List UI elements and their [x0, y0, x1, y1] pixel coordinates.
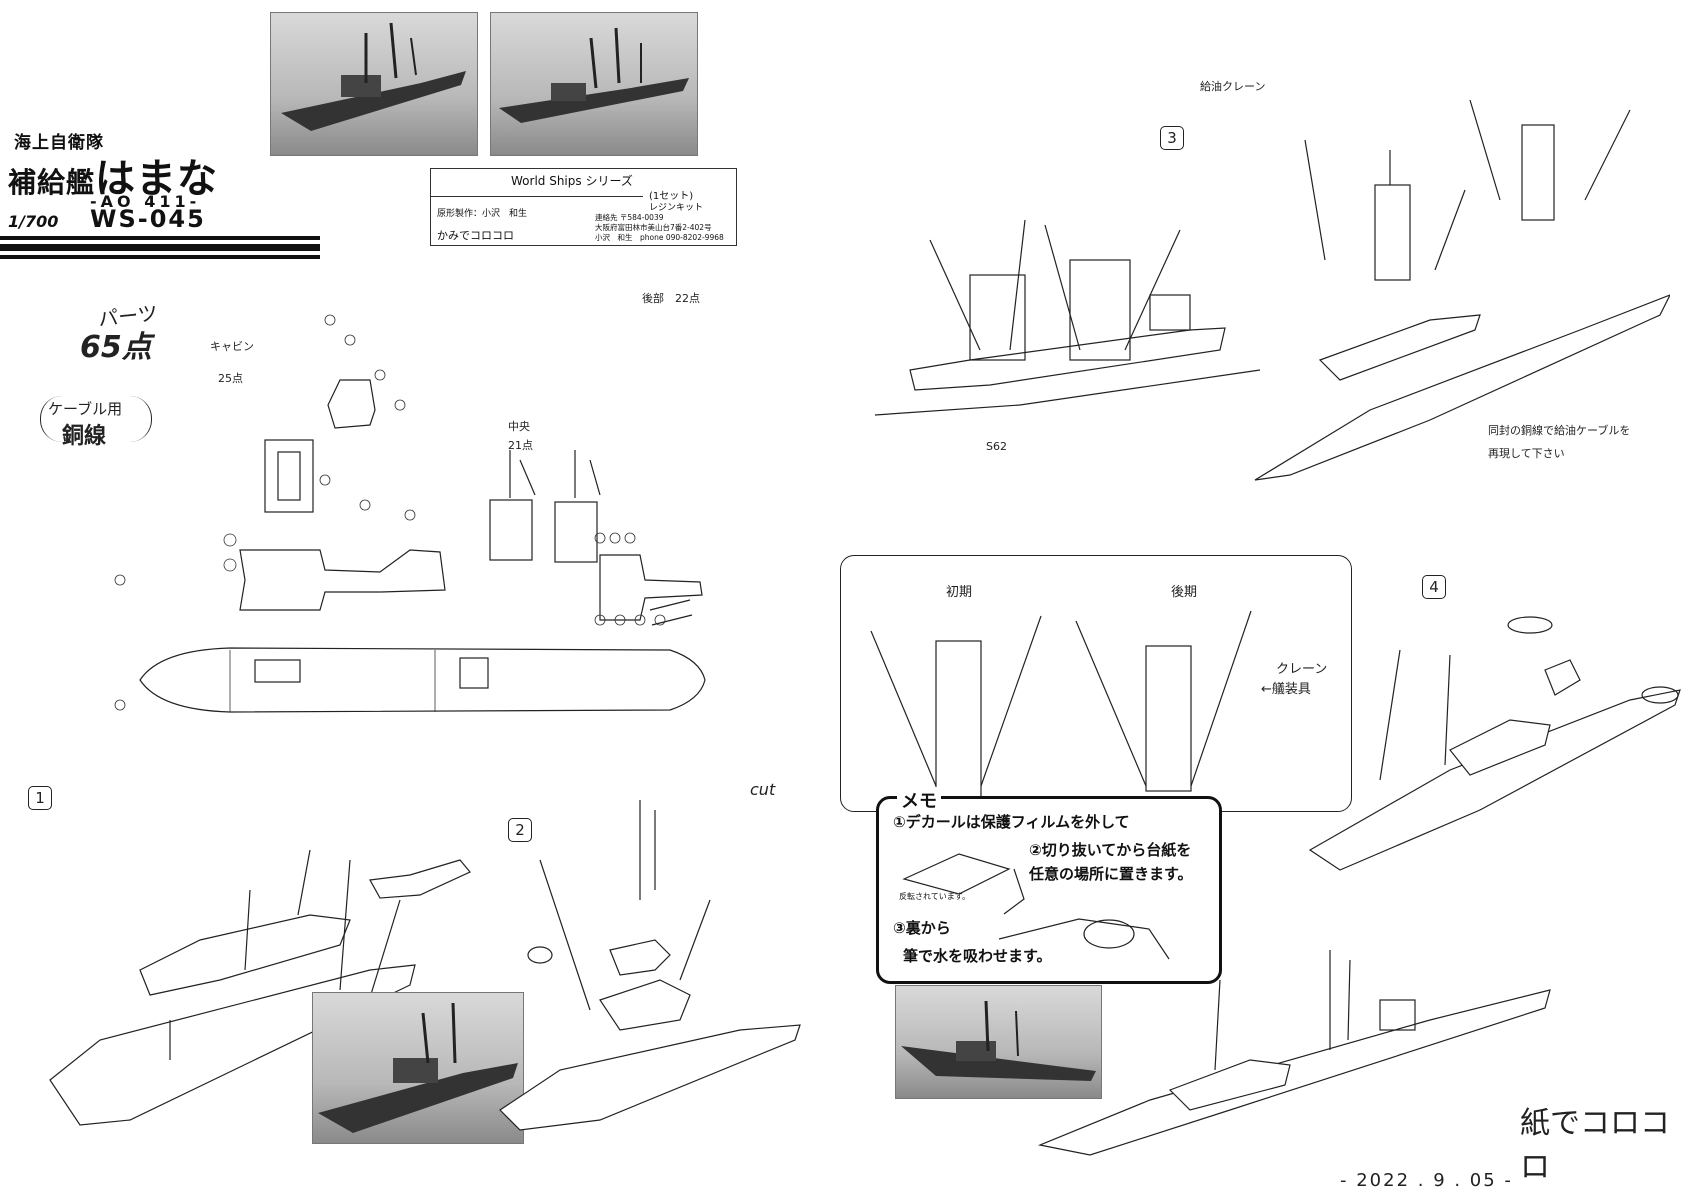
- memo-photo: [895, 985, 1102, 1099]
- ship-photo-1: [270, 12, 478, 156]
- step-4-badge: 4: [1422, 575, 1446, 599]
- step-1-photo: [312, 992, 524, 1144]
- cut-note: cut: [750, 780, 776, 799]
- memo-line-1: ①デカールは保護フィルムを外して: [893, 813, 1130, 831]
- cabin-count: 25点: [218, 372, 243, 385]
- step-2-diagram: [499, 800, 801, 1131]
- center-count: 21点: [508, 439, 533, 452]
- crane-title: 給油クレーン: [1200, 80, 1266, 93]
- contact-line: 連絡先 〒584-0039: [595, 213, 664, 222]
- era-late: 後期: [1171, 585, 1198, 600]
- memo-title: メモ: [897, 787, 941, 813]
- title-stripe-1: [0, 236, 320, 240]
- contact-line: 大阪府富田林市美山台7番2-402号: [595, 223, 712, 232]
- signature: 紙でコロコロ: [1520, 1106, 1670, 1185]
- title-line: 補給艦はまな: [8, 146, 218, 204]
- original-maker: 原形製作：小沢 和生: [437, 209, 528, 219]
- crane-fitting-label: クレーン: [1276, 662, 1328, 677]
- set-label: (1セット): [649, 191, 694, 202]
- hull-code: -AO 411-: [90, 192, 201, 211]
- contact-info: 連絡先 〒584-0039 大阪府富田林市美山台7番2-402号 小沢 和生 p…: [595, 213, 724, 243]
- scale-label: 1/700: [8, 212, 59, 231]
- cable-bracket: [40, 396, 152, 442]
- cable-note: ケーブル用: [48, 400, 123, 418]
- maker-name: かみでコロコロ: [437, 229, 514, 242]
- crane-sketch: [874, 219, 1261, 416]
- crane-era-box: 初期 後期 クレーン ←艤装具: [840, 555, 1352, 812]
- era-crane-drawing: [870, 610, 1252, 802]
- step-3-diagram: [1254, 99, 1670, 481]
- final-ship-drawing: [1037, 950, 1551, 1156]
- scale-s62: S62: [986, 440, 1007, 453]
- org-label: 海上自衛隊: [14, 133, 104, 153]
- era-early: 初期: [946, 585, 973, 600]
- contact-line: 小沢 和生 phone 090-8202-9968: [595, 233, 724, 242]
- memo-line-2b: 任意の場所に置きます。: [1029, 865, 1193, 883]
- memo-box: メモ ①デカールは保護フィルムを外して ②切り抜いてから台紙を 任意の場所に置き…: [876, 787, 1222, 984]
- date: - 2022 . 9 . 05 -: [1340, 1170, 1513, 1191]
- step-4-diagram: [1308, 616, 1681, 871]
- parts-count: 65点: [80, 330, 152, 365]
- crane-fitting-label-2: ←艤装具: [1261, 682, 1311, 697]
- center-label: 中央: [508, 420, 530, 433]
- step-1-badge: 1: [28, 786, 52, 810]
- cabin-label: キャビン: [210, 340, 254, 353]
- info-divider: [431, 196, 643, 197]
- ship-name: はまな: [95, 156, 219, 202]
- crane-cable-note-2: 再現して下さい: [1488, 447, 1565, 460]
- crane-cable-note-1: 同封の銅線で給油ケーブルを: [1488, 424, 1631, 437]
- memo-illustration: [902, 853, 1170, 960]
- step-3-badge: 3: [1160, 126, 1184, 150]
- kit-type: レジンキット: [649, 203, 704, 213]
- memo-line-3b: 筆で水を吸わせます。: [903, 947, 1052, 965]
- kit-code: WS-045: [90, 205, 206, 233]
- memo-line-3a: ③裏から: [893, 919, 951, 937]
- kit-info-box: World Ships シリーズ (1セット) レジンキット 原形製作：小沢 和…: [430, 168, 737, 246]
- rear-count: 22点: [675, 292, 700, 305]
- step-2-badge: 2: [508, 818, 532, 842]
- memo-line-2a: ②切り抜いてから台紙を: [1029, 841, 1192, 859]
- ship-type: 補給艦: [8, 166, 96, 199]
- parts-diagram: [114, 314, 706, 713]
- title-stripe-3: [0, 255, 320, 259]
- rear-label: 後部: [642, 292, 664, 305]
- memo-caption: 反転されています。: [899, 892, 970, 901]
- series-label: World Ships シリーズ: [511, 174, 633, 188]
- ship-photo-2: [490, 12, 698, 156]
- cable-material: 銅線: [62, 424, 107, 449]
- title-stripe-2: [0, 244, 320, 251]
